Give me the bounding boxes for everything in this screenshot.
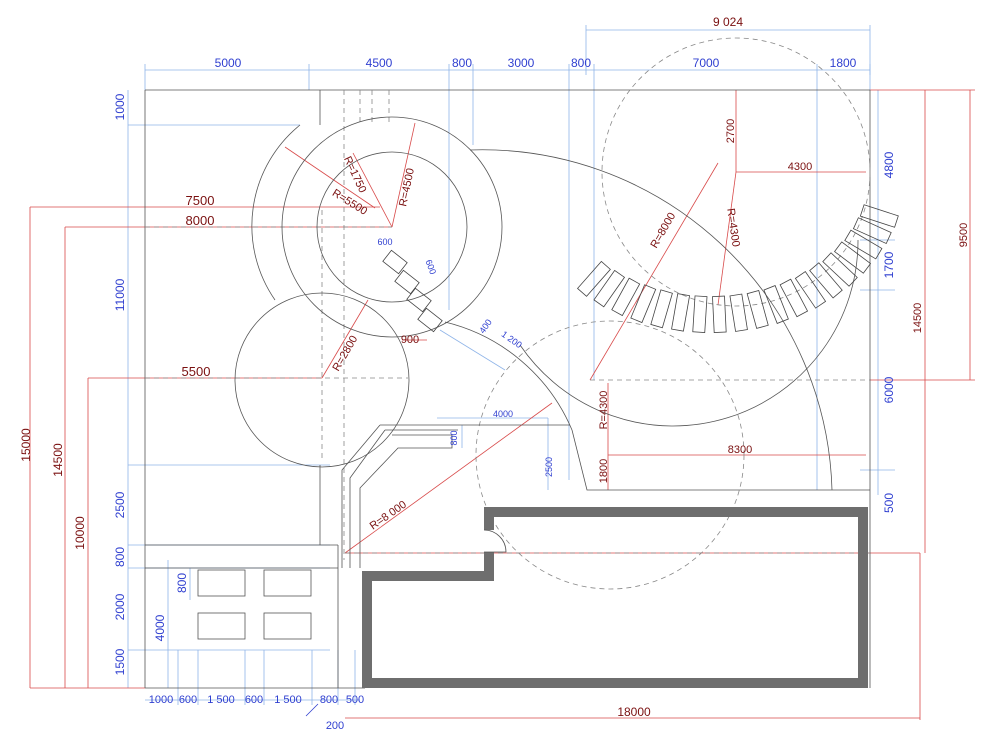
dim-red-15000: 15000	[19, 428, 33, 462]
dim-top-6: 7000	[693, 56, 720, 70]
dim-red-5500: 5500	[182, 364, 211, 379]
stepping-stone	[576, 260, 611, 297]
dim-terrace-2500: 2500	[544, 457, 554, 477]
dim-right-1: 4800	[882, 151, 896, 178]
garden-circles	[234, 37, 871, 590]
dim-step-400: 400	[477, 317, 494, 335]
dim-red-14500-left: 14500	[51, 443, 65, 477]
dim-red-10000: 10000	[73, 516, 87, 550]
dim-bottom-4: 600	[245, 694, 263, 706]
dim-left-1: 1000	[113, 93, 127, 120]
terrace-outline	[341, 424, 570, 568]
dim-top-overall: 9 024	[713, 15, 743, 29]
raised-beds	[197, 569, 312, 640]
stepping-stone	[382, 249, 408, 275]
dim-red-900: 900	[401, 334, 419, 346]
dim-right-4: 500	[882, 493, 896, 513]
dim-red-4300: 4300	[788, 161, 812, 173]
dim-left-8: 4000	[153, 614, 167, 641]
dim-right-3: 6000	[882, 376, 896, 403]
stepping-stone	[394, 269, 420, 295]
dim-left-3: 2500	[113, 491, 127, 518]
stepping-stone	[729, 293, 748, 332]
stepping-stone	[763, 285, 789, 324]
dim-top-4: 3000	[508, 56, 535, 70]
red-dimension-lines	[29, 89, 975, 720]
site-boundary	[144, 89, 871, 689]
dim-top-1: 5000	[215, 56, 242, 70]
dim-red-8300: 8300	[728, 444, 752, 456]
dim-terrace-800: 800	[449, 430, 459, 445]
stepping-stone	[822, 252, 858, 287]
dim-bottom-6: 800	[320, 694, 338, 706]
stepping-stone	[779, 278, 809, 318]
stepping-stone	[833, 241, 872, 274]
dim-terrace-4000: 4000	[493, 409, 513, 419]
radius-4300-bottom: R=4300	[598, 391, 610, 430]
dim-stone-gap: 600	[424, 258, 439, 276]
dim-top-7: 1800	[830, 56, 857, 70]
dim-top-5: 800	[571, 56, 591, 70]
dim-top-3: 800	[452, 56, 472, 70]
dim-bottom-3: 1 500	[207, 694, 235, 706]
dim-red-8000: 8000	[186, 213, 215, 228]
dim-red-18000: 18000	[617, 705, 651, 719]
radius-8000-top: R=8000	[648, 211, 678, 251]
pool-walls	[362, 507, 868, 688]
dim-bottom-8: 200	[326, 720, 344, 732]
dim-bottom-7: 500	[346, 694, 364, 706]
stepping-stone	[630, 284, 657, 324]
dim-right-2: 1700	[882, 251, 896, 278]
dim-left-2: 11000	[113, 278, 127, 311]
dim-stone-width: 600	[377, 237, 392, 247]
stepping-stone	[671, 293, 691, 332]
stepping-stone	[406, 287, 432, 313]
dim-left-5: 2000	[113, 593, 127, 620]
dim-left-4: 800	[113, 547, 127, 567]
dim-left-7: 800	[175, 573, 189, 593]
dim-red-1800: 1800	[598, 459, 610, 483]
radius-4300-top: R=4300	[724, 208, 741, 248]
blue-dimension-lines	[127, 25, 895, 717]
stepping-stone	[712, 295, 727, 334]
dim-red-9500: 9500	[958, 223, 970, 247]
radius-4500: R=4500	[397, 167, 417, 207]
dim-bottom-1: 1000	[149, 694, 173, 706]
dim-bottom-5: 1 500	[274, 694, 302, 706]
stepping-stone	[417, 307, 443, 333]
dim-red-2700: 2700	[725, 119, 737, 143]
radius-8000-terrace: R=8 000	[368, 499, 409, 533]
dim-bottom-2: 600	[179, 694, 197, 706]
stepping-stone	[746, 290, 769, 329]
dim-top-2: 4500	[366, 56, 393, 70]
radius-2800: R=2800	[330, 334, 360, 374]
stepping-stone	[794, 271, 827, 309]
dim-red-7500: 7500	[186, 193, 215, 208]
stepping-stone	[692, 295, 708, 333]
stepping-stones	[382, 204, 899, 334]
stepping-stone	[809, 262, 843, 299]
stepping-stone	[859, 204, 899, 228]
stepping-stone	[650, 289, 673, 329]
dim-red-14500-right: 14500	[912, 303, 924, 334]
stepping-stone	[852, 217, 892, 245]
stepping-stone	[844, 229, 883, 260]
dim-left-6: 1500	[113, 648, 127, 675]
axis-dashed-lines	[145, 90, 870, 560]
stepping-stone	[593, 269, 626, 308]
stepping-stone	[611, 277, 641, 317]
